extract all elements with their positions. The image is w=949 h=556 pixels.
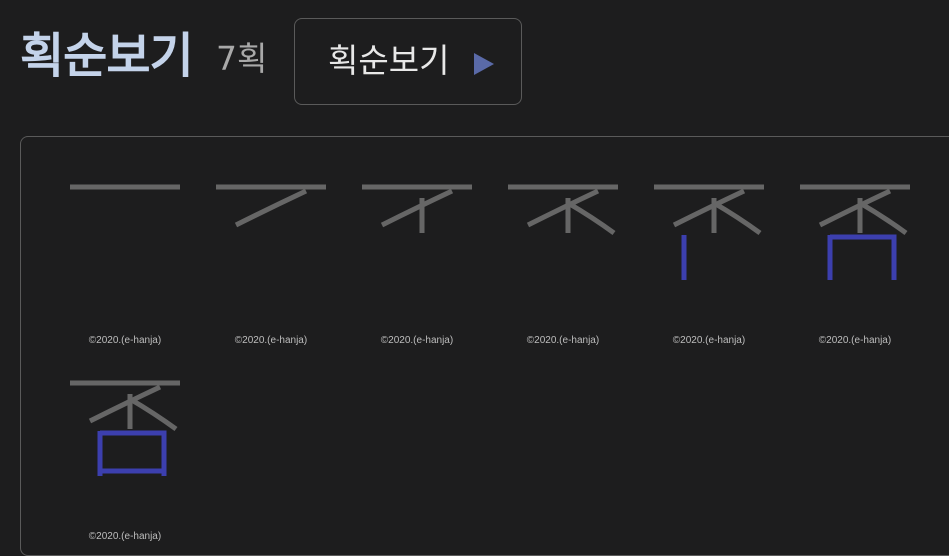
copyright-credit: ©2020.(e-hanja)	[88, 531, 162, 542]
stroke-frame: ©2020.(e-hanja)	[636, 184, 782, 346]
page-title: 획순보기	[20, 28, 194, 84]
copyright-credit: ©2020.(e-hanja)	[526, 335, 600, 346]
copyright-credit: ©2020.(e-hanja)	[88, 335, 162, 346]
stroke-path	[128, 396, 178, 432]
stroke-path	[88, 384, 162, 424]
stroke-path	[712, 200, 762, 236]
stroke-path	[380, 188, 454, 228]
stroke-frame: ©2020.(e-hanja)	[52, 380, 198, 542]
character-stroke-diagram	[800, 184, 910, 280]
character-stroke-diagram	[508, 184, 618, 236]
stroke-frame: ©2020.(e-hanja)	[782, 184, 928, 346]
character-stroke-diagram	[654, 184, 764, 280]
character-stroke-diagram	[362, 184, 472, 233]
copyright-credit: ©2020.(e-hanja)	[234, 335, 308, 346]
copyright-credit: ©2020.(e-hanja)	[672, 335, 746, 346]
stroke-frame: ©2020.(e-hanja)	[490, 184, 636, 346]
stroke-frame: ©2020.(e-hanja)	[344, 184, 490, 346]
character-stroke-diagram	[216, 184, 326, 228]
stroke-path	[234, 188, 308, 228]
copyright-credit: ©2020.(e-hanja)	[380, 335, 454, 346]
copyright-credit: ©2020.(e-hanja)	[818, 335, 892, 346]
character-stroke-diagram	[70, 380, 180, 476]
character-stroke-diagram	[70, 184, 180, 190]
stroke-path	[672, 188, 746, 228]
stroke-order-panel: ©2020.(e-hanja) ©2020.(e-hanja) ©2020.(e-h…	[20, 136, 949, 556]
stroke-path	[566, 200, 616, 236]
play-stroke-order-button[interactable]: 획순보기	[294, 18, 522, 105]
header: 획순보기 7획 획순보기	[0, 0, 949, 120]
stroke-path	[100, 430, 167, 476]
play-triangle-icon	[474, 53, 494, 75]
stroke-path	[526, 188, 600, 228]
stroke-frame: ©2020.(e-hanja)	[198, 184, 344, 346]
stroke-path	[830, 234, 897, 280]
play-button-label: 획순보기	[328, 41, 450, 80]
stroke-path	[818, 188, 892, 228]
stroke-count: 7획	[216, 39, 268, 78]
stroke-path	[858, 200, 908, 236]
stroke-frame: ©2020.(e-hanja)	[52, 184, 198, 346]
